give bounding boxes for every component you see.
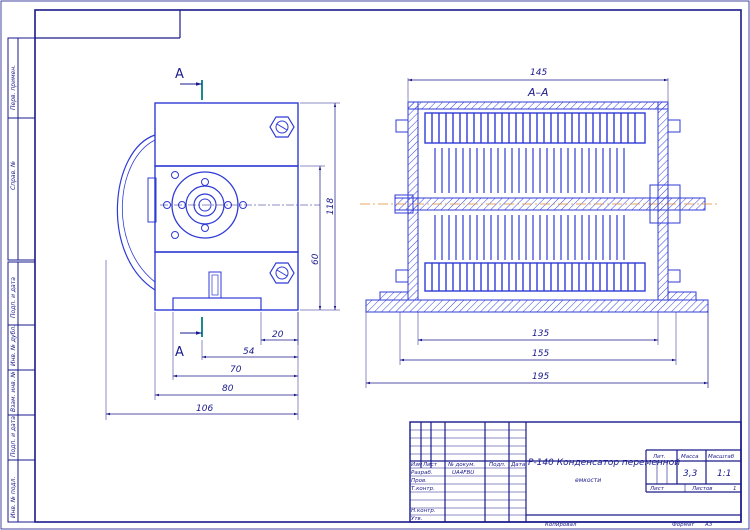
mass-value: 3,3 [683, 469, 698, 479]
dim-106: 106 [196, 404, 213, 414]
dim-145: 145 [530, 68, 547, 78]
stamp-vzam-inv: Взам. инв. № [10, 371, 17, 412]
designation-line2: емкости [575, 477, 601, 484]
sheet-label: Лист [649, 486, 665, 492]
role-razrab: Разраб. [411, 470, 433, 476]
dim-60: 60 [311, 253, 321, 265]
role-prov: Пров. [411, 478, 427, 484]
stamp-inv-podl: Инв. № подл. [10, 477, 17, 518]
stator-plates-lower [434, 215, 625, 260]
dim-80: 80 [222, 384, 234, 394]
title-block: Изм Лист № докум. Подп. Дата UA4FBU Разр… [409, 421, 742, 528]
nut-bottom [269, 262, 295, 284]
stamp-sprav: Справ. № [10, 161, 17, 190]
frame-top-wall [407, 101, 669, 110]
scale-value: 1:1 [717, 469, 731, 479]
section-view: А–А 145 [360, 68, 720, 388]
role-utv: Утв. [411, 516, 423, 522]
dim-118: 118 [326, 198, 336, 215]
lower-plate [154, 251, 299, 311]
col-scale: Масштаб [708, 454, 735, 460]
role-tkontr: Т.контр. [411, 486, 435, 492]
hdr-podp: Подп. [489, 462, 506, 468]
dim-195: 195 [532, 372, 549, 382]
copied-label: Копировал [545, 522, 577, 528]
left-side-stamp-labels: Перв. примен. Справ. № Подп. и дата Инв.… [10, 65, 17, 518]
dim-54: 54 [243, 347, 255, 357]
hdr-izm: Изм [411, 462, 422, 468]
section-label-bottom: А [175, 345, 184, 360]
base-plate [365, 299, 709, 313]
nut-top [269, 116, 295, 138]
stator-plates-upper [434, 148, 625, 193]
col-mass: Масса [681, 454, 699, 460]
top-left-stamp-box [35, 10, 181, 39]
dim-70: 70 [230, 365, 242, 375]
stamp-inv-dubl: Инв. № дубл. [10, 325, 17, 366]
upper-plate [154, 102, 299, 167]
middle-block [154, 165, 299, 253]
dim-135: 135 [532, 329, 549, 339]
designation-line1: Р-140 Конденсатор переменной [528, 458, 680, 468]
dim-155: 155 [532, 349, 549, 359]
base-foot [172, 297, 262, 311]
stamp-podp-data-2: Подп. и дата [10, 416, 17, 457]
col-lit: Лит. [652, 454, 666, 460]
dim-20: 20 [272, 330, 284, 340]
doc-number: UA4FBU [452, 470, 474, 476]
section-title: А–А [527, 86, 549, 99]
rotor-plates-upper [424, 112, 646, 144]
stamp-podp-data-1: Подп. и дата [10, 277, 17, 318]
rotor-plates-lower [424, 262, 646, 292]
role-nkontr: Н.контр. [411, 508, 436, 514]
format-label: Формат [672, 522, 695, 528]
section-label-top: А [175, 67, 184, 82]
format-value: A3 [704, 522, 713, 528]
front-view: А А 118 60 20 54 70 80 106 [105, 67, 340, 420]
hdr-data: Дата [510, 462, 526, 468]
left-side-stamps [7, 37, 36, 523]
stamp-perv-primen: Перв. примен. [10, 65, 17, 110]
hdr-list: Лист [422, 462, 438, 468]
hdr-doc: № докум. [447, 462, 475, 468]
sheets-label: Листов [691, 486, 713, 492]
sheets-count: 1 [733, 486, 737, 492]
rotor-arc [116, 134, 156, 291]
